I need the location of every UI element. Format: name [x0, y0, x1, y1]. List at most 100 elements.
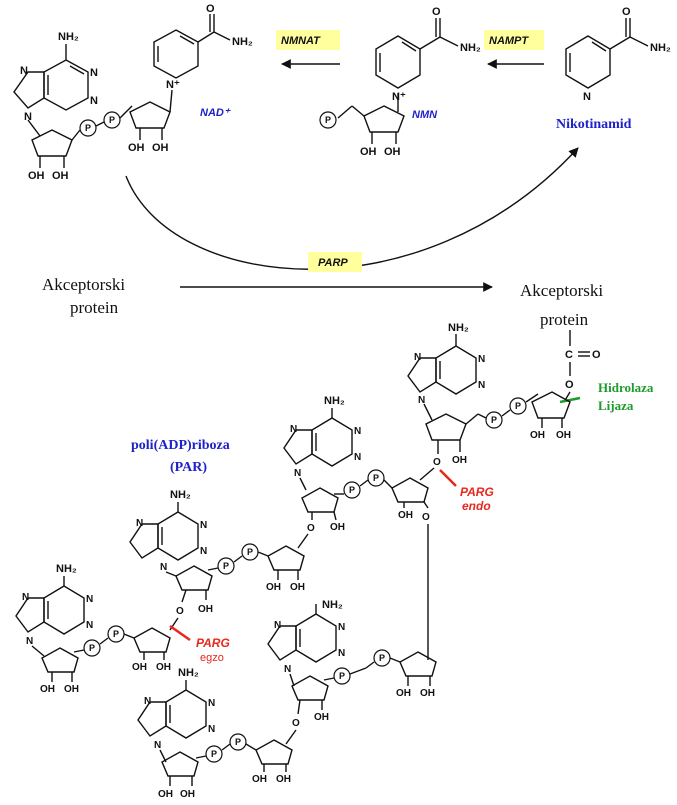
parg-endo-cut-mark [439, 469, 457, 487]
par-label-line2: (PAR) [170, 460, 207, 475]
atom-nh2: NH₂ [58, 31, 79, 43]
adp-ribose-unit-d: OH OH P P OH OH NH₂ N N N N [15, 563, 171, 695]
atom-p: P [113, 629, 119, 639]
atom-n: N [354, 426, 361, 437]
atom-nh2: NH₂ [178, 667, 199, 679]
atom-n: N [294, 468, 301, 479]
enzyme-parp: PARP [318, 257, 348, 269]
nicotinamide-structure: O NH₂ N [565, 6, 671, 103]
atom-nh2: NH₂ [232, 36, 253, 48]
atom-o: O [565, 379, 574, 391]
atom-n: N [208, 698, 215, 709]
atom-p: P [247, 547, 253, 557]
atom-n: N [200, 520, 207, 531]
parg-exo-cut-mark [169, 624, 191, 642]
enzyme-nmnat: NMNAT [281, 35, 321, 47]
acceptor-left-line2: protein [70, 298, 119, 317]
atom-n: N [90, 95, 98, 107]
atom-p: P [339, 671, 345, 681]
ester-linkage: C O O [563, 330, 601, 403]
atom-p: P [379, 653, 385, 663]
label-nicotinamide: Nikotinamid [556, 117, 632, 132]
atom-o: O [592, 349, 601, 361]
atom-oh: OH [290, 582, 305, 593]
parp-highlight [308, 252, 362, 272]
acceptor-right-line1: Akceptorski [520, 281, 603, 300]
atom-n: N [22, 592, 29, 603]
atom-n: N [86, 620, 93, 631]
acceptor-right-line2: protein [540, 310, 589, 329]
atom-n-plus: N⁺ [166, 79, 180, 91]
label-nmn: NMN [412, 109, 438, 121]
atom-p: P [235, 737, 241, 747]
atom-nh2: NH₂ [650, 42, 671, 54]
atom-nh2: NH₂ [460, 42, 481, 54]
nmn-structure: O NH₂ N⁺ OH OH P [319, 6, 481, 158]
atom-p: P [85, 123, 91, 133]
atom-n: N [414, 352, 421, 363]
atom-n: N [418, 395, 425, 406]
atom-n: N [478, 380, 485, 391]
label-parg-endo: PARG [460, 485, 494, 499]
atom-n: N [208, 724, 215, 735]
atom-o: O [307, 523, 315, 534]
atom-p: P [373, 473, 379, 483]
atom-oh: OH [40, 684, 55, 695]
atom-n: N [284, 664, 291, 675]
atom-oh: OH [266, 582, 281, 593]
atom-oh: OH [420, 688, 435, 699]
atom-p: P [349, 485, 355, 495]
atom-nh2: NH₂ [56, 563, 77, 575]
atom-n: N [136, 518, 143, 529]
atom-n: N [20, 65, 28, 77]
atom-nh2: NH₂ [448, 322, 469, 334]
label-parg-exo-type: egzo [200, 652, 224, 664]
atom-n: N [583, 91, 591, 103]
hydrolase-cut-mark [559, 396, 581, 404]
atom-oh: OH [252, 774, 267, 785]
atom-oh: OH [64, 684, 79, 695]
label-parg-endo-type: endo [462, 499, 491, 513]
atom-n: N [338, 648, 345, 659]
atom-o: O [176, 606, 184, 617]
atom-p: P [491, 415, 497, 425]
nmnat-highlight [276, 30, 340, 50]
atom-c: C [565, 349, 573, 361]
adp-ribose-unit-f: OH OH P P OH OH NH₂ N N N N [137, 667, 293, 800]
atom-o: O [422, 512, 430, 523]
atom-o: O [433, 457, 441, 468]
atom-p: P [109, 115, 115, 125]
atom-oh: OH [556, 430, 571, 441]
atom-n: N [354, 452, 361, 463]
atom-n: N [86, 594, 93, 605]
atom-oh: OH [180, 789, 195, 800]
label-hydrolase: Hidrolaza [598, 380, 654, 395]
atom-n: N [24, 111, 32, 123]
par-label-line1: poli(ADP)riboza [131, 438, 230, 453]
atom-oh: OH [158, 789, 173, 800]
atom-oh: OH [152, 142, 169, 154]
atom-n-plus: N⁺ [392, 91, 406, 103]
adp-ribose-unit-b: OH O P P OH O NH₂ N N N N [283, 395, 435, 660]
atom-n: N [144, 696, 151, 707]
atom-p: P [89, 643, 95, 653]
atom-p: P [515, 401, 521, 411]
atom-oh: OH [276, 774, 291, 785]
atom-oh: OH [28, 170, 45, 182]
atom-oh: OH [452, 455, 467, 466]
atom-oh: OH [360, 146, 377, 158]
atom-o: O [432, 6, 441, 18]
atom-n: N [290, 424, 297, 435]
atom-p: P [325, 115, 331, 125]
nampt-highlight [484, 30, 544, 50]
atom-oh: OH [530, 430, 545, 441]
adp-ribose-unit-a: NH₂ N N N N OH O P P OH OH [407, 322, 571, 468]
atom-oh: OH [384, 146, 401, 158]
atom-oh: OH [198, 604, 213, 615]
enzyme-nampt: NAMPT [489, 35, 529, 47]
atom-n: N [26, 636, 33, 647]
atom-o: O [292, 718, 300, 729]
atom-oh: OH [330, 522, 345, 533]
atom-n: N [478, 354, 485, 365]
